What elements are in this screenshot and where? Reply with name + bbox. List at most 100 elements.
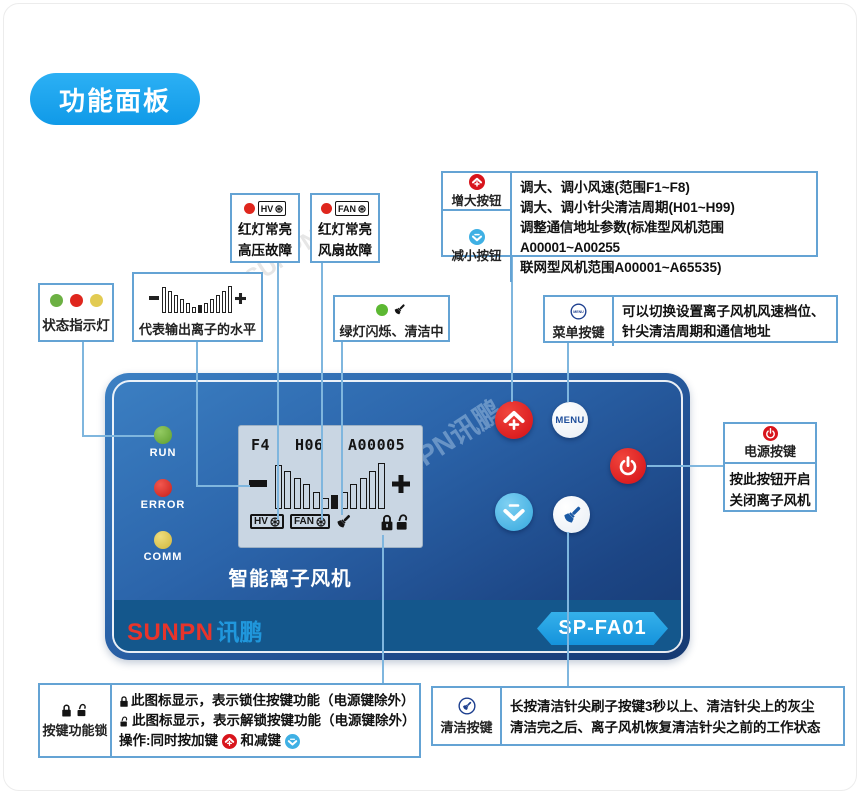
inc-button-label: 增大按钮 [451,193,502,208]
ion-level-label: 代表输出离子的水平 [138,322,256,337]
key-lock-line1: 此图标显示，表示锁住按键功能（电源键除外） [119,691,416,711]
model-badge-label: SP-FA01 [558,617,647,639]
ion-level-bar [161,287,167,313]
power-key-label: 电源按键 [743,444,796,459]
lcd-fan-badge: FAN [290,514,330,529]
hv-fan-icon [275,204,283,213]
connector-hv-v [277,263,279,520]
inc-dec-line4: 联网型风机范围A00001~A65535) [520,260,722,275]
lcd-brush-icon [337,514,351,528]
lock-icons [61,702,89,718]
lcd-bar [303,484,311,509]
clean-key-cell: 清洁按键 [433,688,502,744]
lock-open-icon [120,716,128,727]
product-title: 智能离子风机 [228,568,352,590]
minus-icon [148,296,159,300]
menu-button-icon: MENU [570,303,587,319]
key-lock-label: 按键功能锁 [42,723,108,738]
menu-line2: 针尖清洁周期和通信地址 [622,324,771,339]
increase-button-icon [221,733,237,749]
lcd-bar [359,478,367,509]
power-icon [619,456,637,476]
key-lock-line3-pre: 操作:同时按加键 [119,733,218,748]
ion-level-icon [134,281,261,315]
error-led [154,479,172,497]
callout-key-lock: 按键功能锁 此图标显示，表示锁住按键功能（电源键除外） 此图标显示，表示解锁按键… [38,683,421,758]
inc-button-cell: 增大按钮 [443,173,510,211]
lcd-clean-cycle: H06 [295,436,324,454]
power-button-icon [762,426,778,441]
lcd-bar [378,463,386,509]
decrease-button[interactable] [495,493,533,531]
hv-fault-line1: 红灯常亮 [238,222,292,237]
ion-level-bar [173,295,179,313]
section-tag: 功能面板 [30,73,200,125]
ion-level-bar [227,286,233,313]
status-light-label: 状态指示灯 [42,318,110,333]
lcd-bar-graph [275,462,389,509]
menu-button[interactable]: MENU [552,402,588,438]
ion-level-bar [167,291,173,313]
cleaning-label: 绿灯闪烁、清洁中 [339,324,444,339]
brush-icon [394,304,405,315]
callout-clean-key: 清洁按键 长按清洁针尖刷子按键3秒以上、清洁针尖上的灰尘 清洁完之后、离子风机恢… [431,686,845,746]
ion-level-bar [191,307,197,313]
callout-cleaning-status: 绿灯闪烁、清洁中 [333,295,450,342]
svg-text:MENU: MENU [573,310,584,314]
comm-led-label: COMM [143,551,183,563]
red-dot-icon [243,203,255,214]
fan-badge-label: FAN [338,203,356,214]
comm-led [154,531,172,549]
inc-dec-line2: 调大、调小针尖清洁周期(H01~H99) [520,200,735,215]
connector-fan-v [321,263,323,520]
connector-menu-v [567,343,569,402]
lcd-minus-icon [249,480,267,487]
callout-inc-dec: 增大按钮 减小按钮 调大、调小风速(范围F1~F8) 调大、调小针尖清洁周期(H… [441,171,818,282]
dec-button-label: 减小按钮 [451,249,502,263]
callout-fan-fault: FAN 红灯常亮 风扇故障 [310,193,380,263]
lcd-bar [331,495,339,509]
lcd-bar [350,484,358,509]
dec-button-cell: 减小按钮 [443,211,510,282]
lcd-hv-badge-label: HV [254,516,268,527]
power-button[interactable] [610,448,646,484]
menu-key-label: 菜单按键 [552,324,605,340]
lcd-bar [321,498,329,509]
red-dot-icon [69,294,83,307]
chevron-down-minus-icon [503,504,525,521]
lcd-lock-closed-icon [381,514,393,531]
connector-incdec-v [511,257,513,402]
ion-level-bar [221,291,227,313]
key-lock-line3-mid: 和减键 [240,733,282,748]
key-lock-line1-text: 此图标显示，表示锁住按键功能（电源键除外） [131,693,415,708]
connector-lock-v [382,535,384,683]
connector-status-h [82,435,154,437]
callout-ion-level: 代表输出离子的水平 [132,272,263,342]
menu-key-cell: MENU 菜单按键 [545,297,614,346]
power-line2: 关闭离子风机 [729,493,811,508]
decrease-button-icon [468,229,485,245]
lcd-address: A00005 [348,436,406,454]
ion-level-bar [203,303,209,313]
lcd-bar [293,478,301,509]
hv-fault-line2: 高压故障 [238,243,292,258]
lcd-fan-speed: F4 [251,436,271,454]
lcd-bar [312,492,320,509]
power-key-cell: 电源按键 [725,424,815,464]
plus-icon [235,292,247,304]
clean-button[interactable] [553,496,590,533]
green-dot-icon [49,294,63,307]
brush-icon [563,506,580,523]
increase-button[interactable] [495,401,533,439]
menu-button-label: MENU [555,414,585,426]
clean-line1: 长按清洁针尖刷子按键3秒以上、清洁针尖上的灰尘 [510,698,815,714]
run-led [154,426,172,444]
decrease-button-icon [284,733,300,749]
lcd-fan-badge-label: FAN [294,516,314,527]
key-lock-line2-text: 此图标显示，表示解锁按键功能（电源键除外） [132,713,416,728]
fan-fault-line2: 风扇故障 [318,243,372,258]
callout-menu-key: MENU 菜单按键 可以切换设置离子风机风速档位、 针尖清洁周期和通信地址 [543,295,838,346]
brand-logo-en: SUNPN [127,619,214,646]
connector-ionlevel-v [196,342,198,486]
